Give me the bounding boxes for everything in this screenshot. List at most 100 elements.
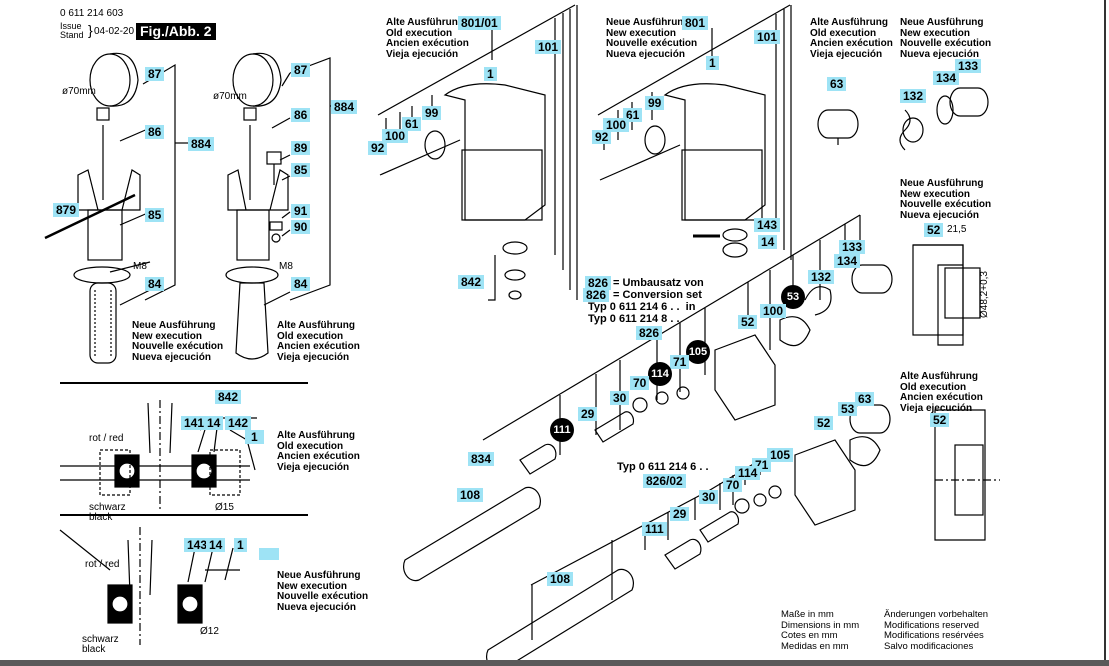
execution-label-new: Neue Ausführung New execution Nouvelle e… [900,17,991,60]
label-es: Vieja ejecución [277,351,350,363]
part-label[interactable]: 30 [610,391,630,405]
part-group-label[interactable]: 842 [458,275,485,289]
part-label[interactable]: 87 [145,67,165,81]
part-label[interactable]: 52 [738,315,758,329]
part-group-label[interactable]: 826/02 [643,474,686,488]
part-label[interactable]: 85 [291,163,311,177]
part-label[interactable]: 826 [583,288,610,302]
sleeve-parts-drawing [817,87,989,151]
part-label[interactable]: 14 [758,235,778,249]
color-note-black-de: schwarz [82,634,119,645]
part-label[interactable]: 92 [592,130,612,144]
part-label[interactable]: 105 [767,448,794,462]
part-label[interactable]: 29 [670,507,690,521]
label-de: Neue Ausführung [900,17,984,28]
part-label[interactable]: 884 [331,100,358,114]
label-en: New execution [900,27,971,39]
part-label[interactable]: 142 [225,416,252,430]
dimension-thread: M8 [279,261,293,272]
part-group-label[interactable]: 801 [682,16,709,30]
part-label[interactable]: 1 [234,538,247,552]
part-label[interactable]: 86 [145,125,165,139]
gear-housing-old-drawing [377,4,578,301]
label-en: Old execution [900,381,967,393]
part-label[interactable]: 99 [645,96,665,110]
black-dot-label[interactable]: 114 [648,362,672,386]
part-label[interactable]: 30 [699,490,719,504]
part-label[interactable]: 884 [188,137,215,151]
part-label[interactable]: 826 [585,276,612,290]
label-fr: Nouvelle exécution [132,341,224,352]
part-label[interactable]: 71 [670,355,690,369]
part-label[interactable]: 1 [484,67,497,81]
dimension-diameter: ø70mm [213,91,247,102]
part-label[interactable]: 141 [181,416,208,430]
part-label[interactable]: 53 [838,402,858,416]
part-label[interactable]: 61 [402,117,422,131]
part-label[interactable]: 70 [630,376,650,390]
part-label[interactable]: 100 [760,304,787,318]
part-label[interactable]: 101 [535,40,562,54]
label-en: Old execution [277,330,344,342]
part-label[interactable]: 99 [422,106,442,120]
part-label[interactable]: 143 [184,538,211,552]
part-group-label[interactable]: 826 [636,326,663,340]
brace: } [88,22,93,38]
part-label[interactable]: 133 [955,59,982,73]
part-label[interactable]: 91 [291,204,311,218]
conversion-text-en: = Conversion set [613,289,702,301]
part-label[interactable]: 70 [723,478,743,492]
part-label[interactable]: 132 [808,270,835,284]
part-label[interactable]: 63 [827,77,847,91]
part-group-label[interactable]: 842 [215,390,242,404]
part-label[interactable]: 86 [291,108,311,122]
part-label[interactable]: 879 [53,203,80,217]
black-dot-label[interactable]: 105 [686,340,710,364]
black-dot-label[interactable]: 111 [550,418,574,442]
part-label[interactable]: 1 [245,430,264,444]
label-de: Alte Ausführung [277,320,355,331]
label-en: New execution [606,27,677,39]
part-label[interactable]: 132 [900,89,927,103]
dimension-diameter: Ø15 [215,502,234,513]
part-label[interactable]: 89 [291,141,311,155]
part-label[interactable]: 90 [291,220,311,234]
part-group-label[interactable]: 801/01 [458,16,501,30]
part-label[interactable]: 143 [754,218,781,232]
note-de: Änderungen vorbehalten [884,609,989,620]
part-label[interactable]: 100 [603,118,630,132]
part-label[interactable]: 52 [924,223,944,237]
part-label[interactable]: 52 [814,416,834,430]
part-label[interactable]: 134 [834,254,861,268]
part-label[interactable]: 14 [206,538,226,552]
part-label[interactable]: 1 [706,56,719,70]
note-en: Modifications reserved [884,619,980,631]
side-handle-old-drawing [225,52,338,360]
part-group-label[interactable]: 834 [468,452,495,466]
part-label[interactable]: 133 [839,240,866,254]
part-label[interactable]: 85 [145,208,165,222]
label-fr: Ancien exécution [810,38,893,49]
part-label[interactable]: 114 [735,466,761,480]
lower-type-label: Typ 0 611 214 6 . . [617,461,709,473]
right-border [1104,0,1106,660]
part-label[interactable]: 108 [457,488,484,502]
part-label[interactable]: 84 [145,277,165,291]
part-label[interactable]: 92 [368,141,388,155]
part-label[interactable]: 134 [933,71,960,85]
label-es: Vieja ejecución [386,48,459,60]
part-label[interactable]: 84 [291,277,311,291]
part-label[interactable]: 100 [382,129,409,143]
part-label[interactable]: 14 [204,416,224,430]
part-label[interactable]: 111 [642,522,667,536]
issue-label-en: Issue [60,21,82,31]
part-label[interactable]: 101 [754,30,781,44]
label-de: Alte Ausführung [386,17,464,28]
part-label[interactable]: 108 [547,572,574,586]
part-label[interactable]: 52 [930,413,950,427]
label-en: Old execution [810,27,877,39]
part-label[interactable]: 29 [578,407,598,421]
part-label[interactable]: 63 [855,392,875,406]
part-label[interactable]: 87 [291,63,311,77]
label-es: Nueva ejecución [277,601,356,613]
